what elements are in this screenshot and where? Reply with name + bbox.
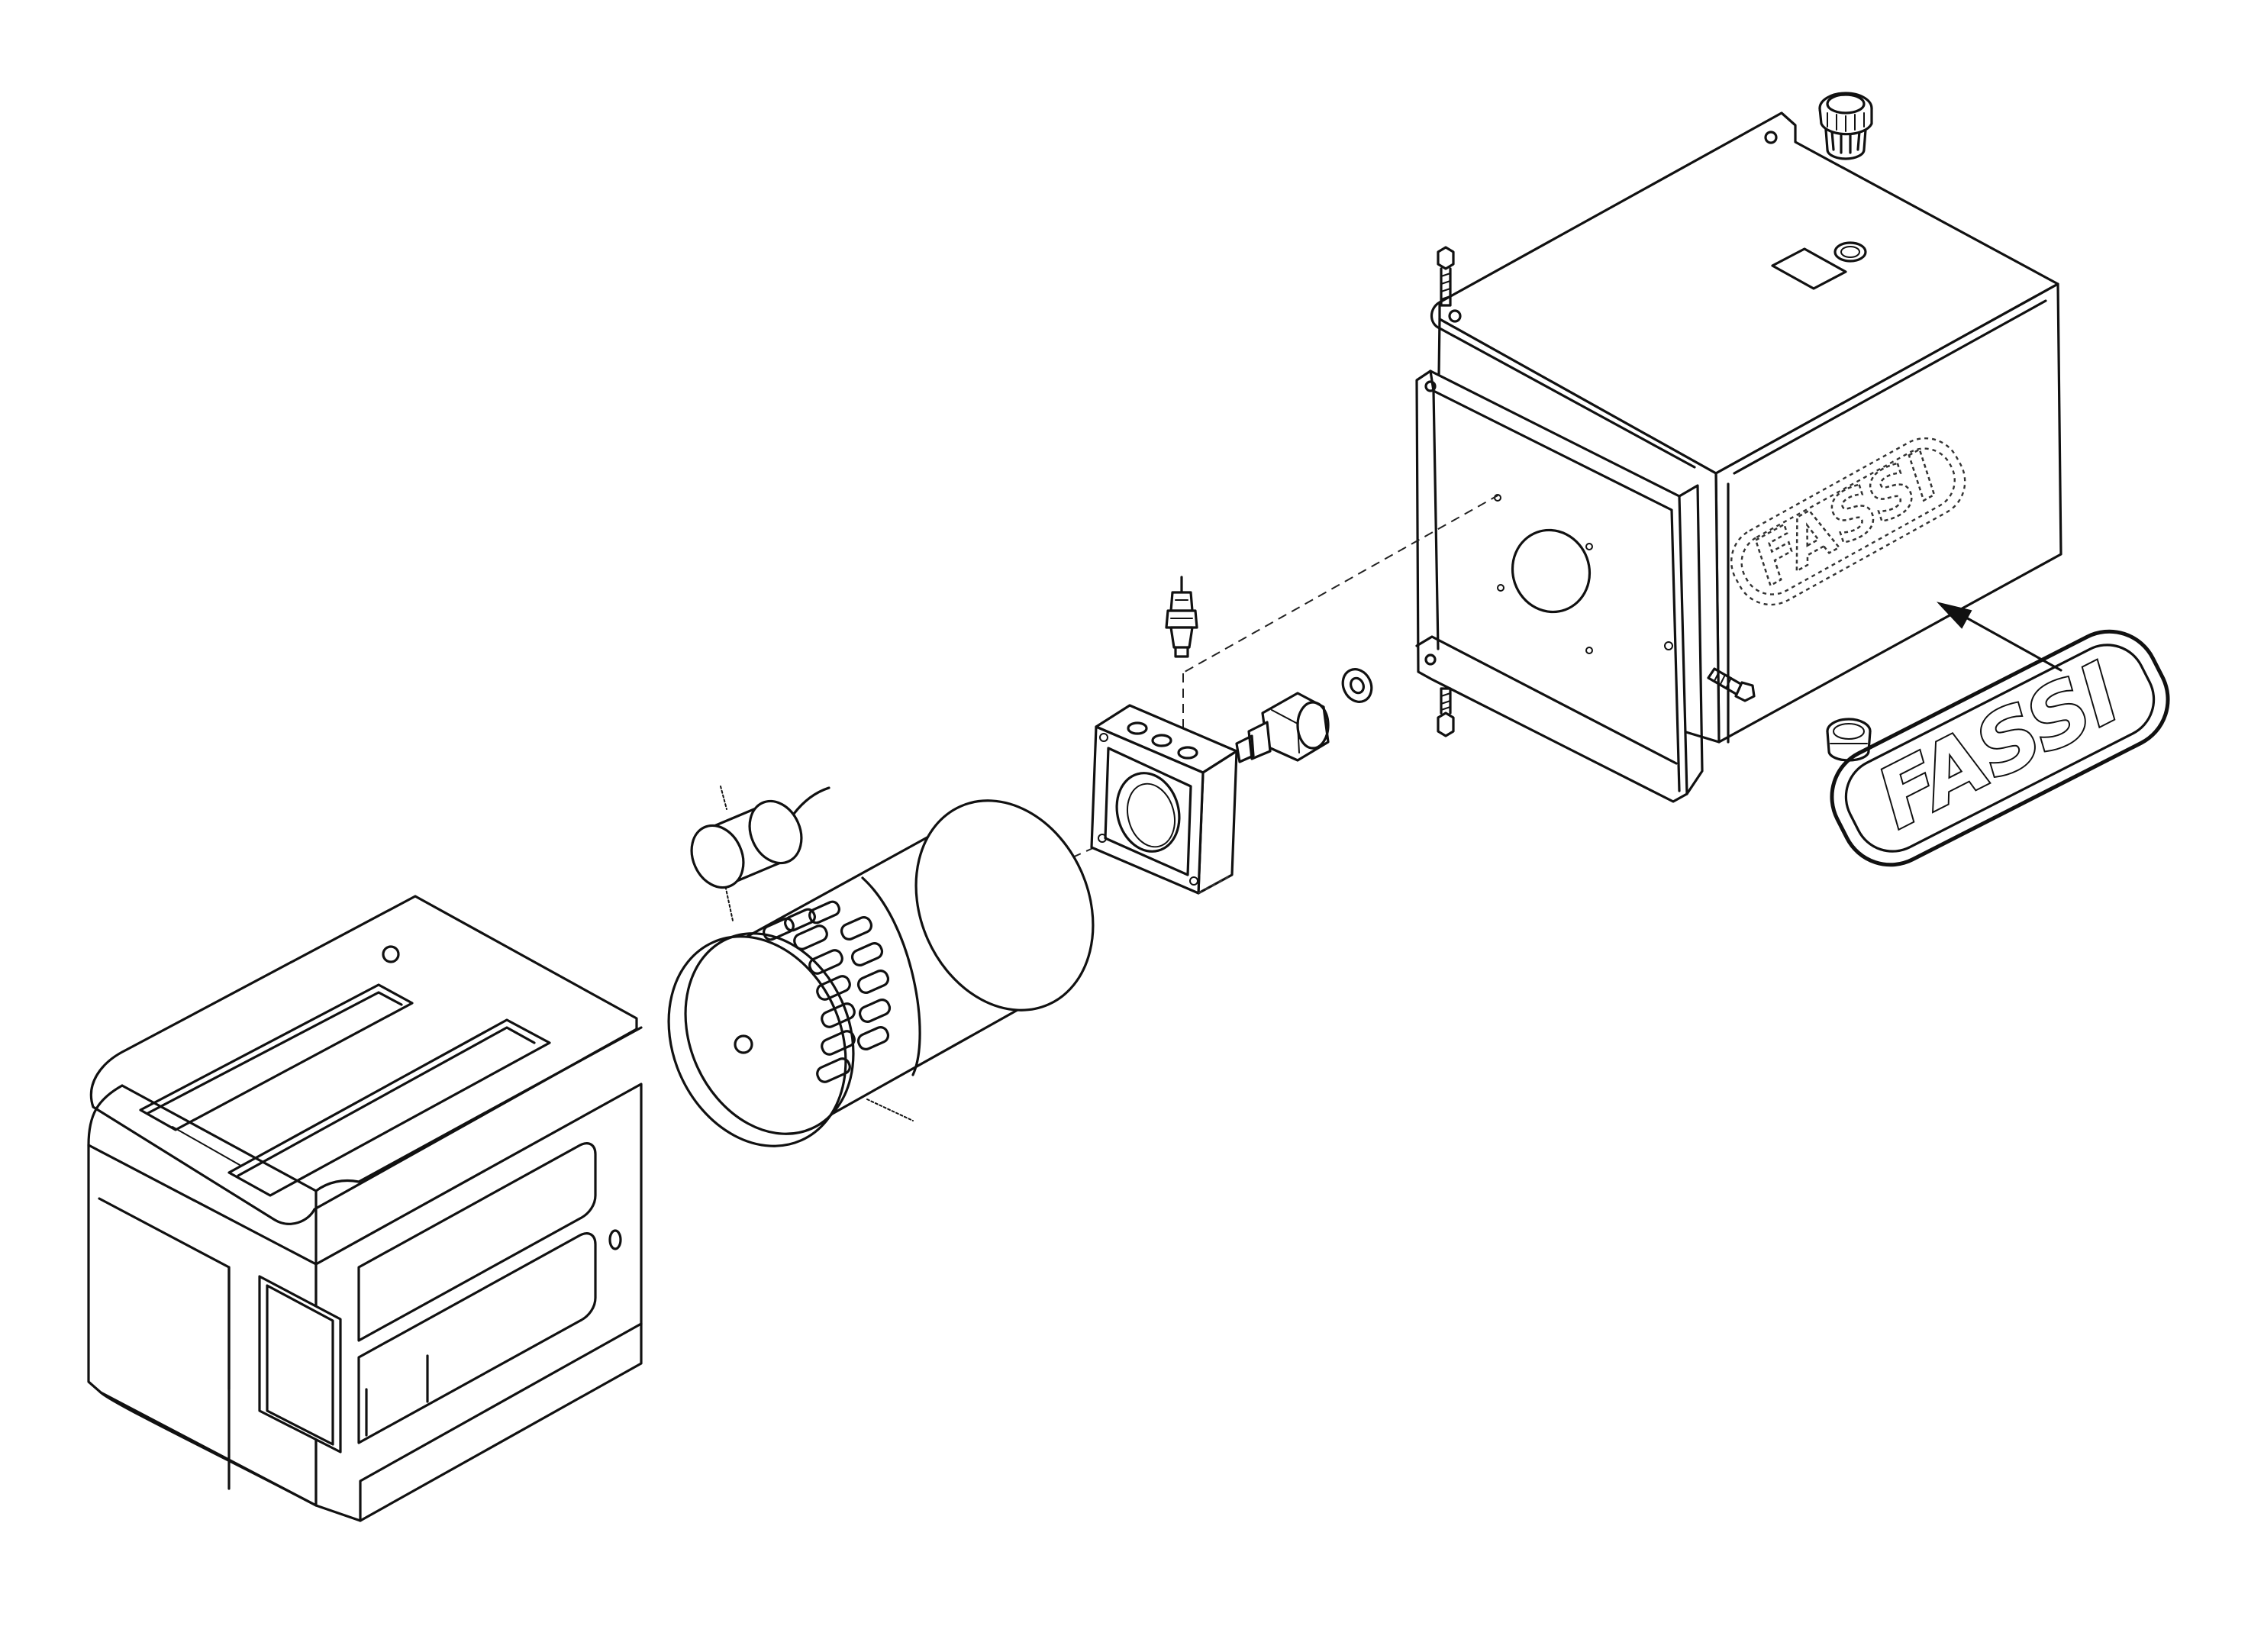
motor-cooling-slots [763,900,892,1083]
bolt-top [1437,246,1455,307]
washer [1341,668,1373,703]
drain-plug [1826,718,1872,762]
logo-arrow [1936,602,2062,672]
hydraulic-pump [1235,692,1330,763]
protective-cover [87,895,643,1522]
pressure-valve [1165,576,1198,658]
electric-motor [667,799,1095,1147]
hydraulic-tank: FASSI [1415,111,2062,803]
filler-cap [1818,92,1873,160]
bolt-side [1707,667,1756,702]
capacitor [690,786,830,889]
bolt-bottom [1437,687,1455,737]
adaptor-flange [1090,704,1238,895]
